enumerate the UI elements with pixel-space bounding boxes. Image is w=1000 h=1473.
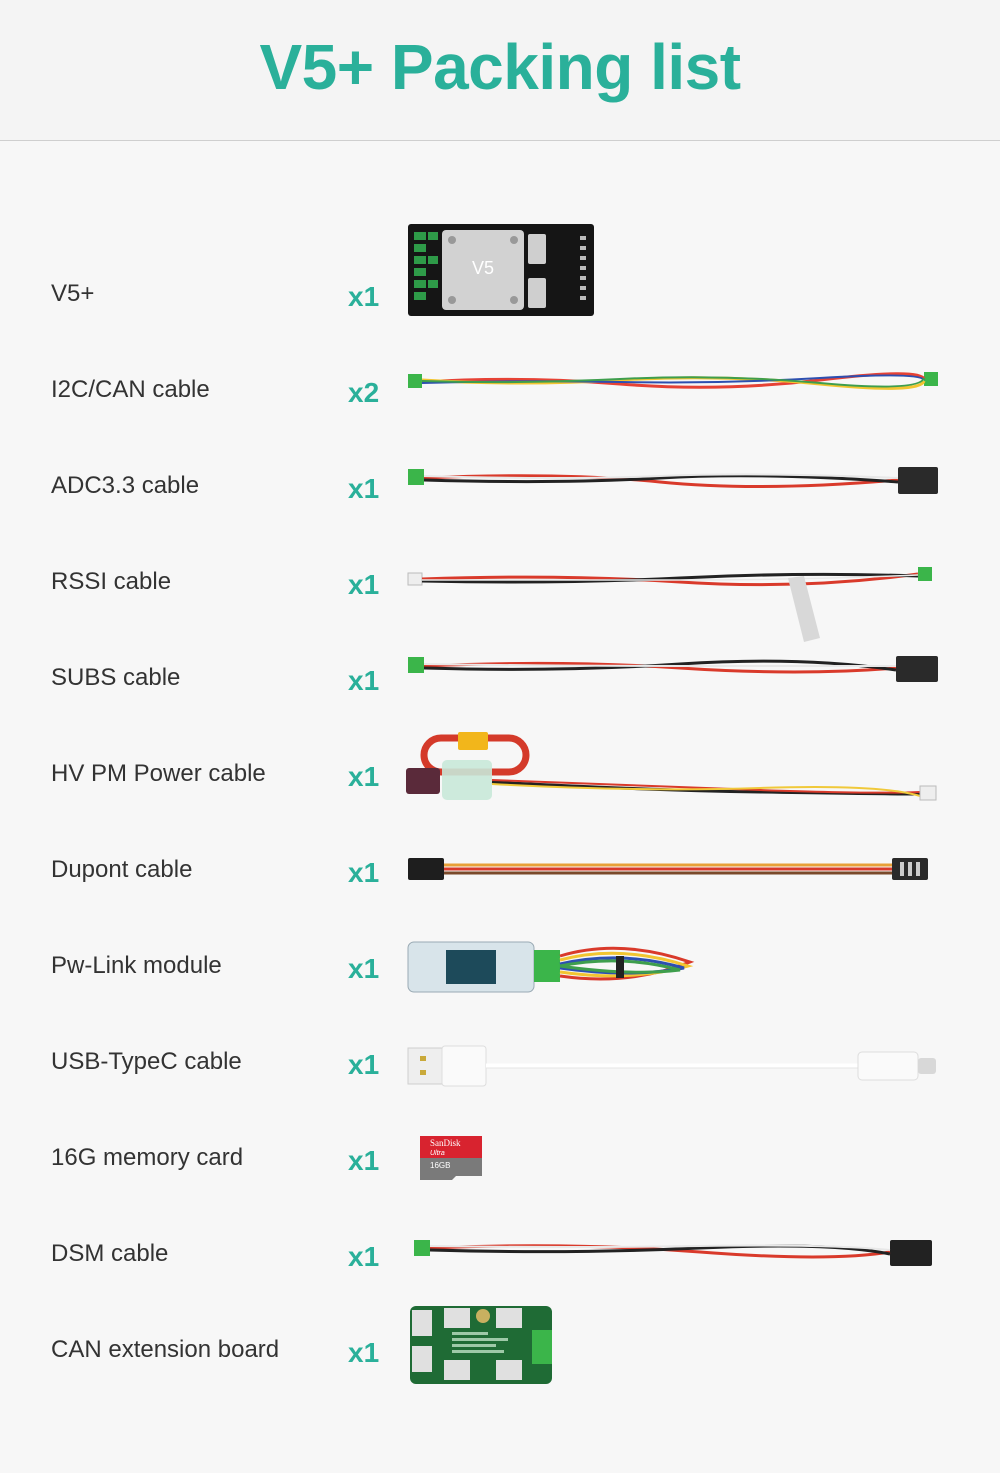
v5-logo-text: V5 — [472, 258, 494, 278]
item-quantity: x1 — [348, 1145, 380, 1177]
list-item: ADC3.3 cable x1 — [0, 438, 1000, 534]
item-quantity: x1 — [348, 857, 380, 889]
item-label: CAN extension board — [51, 1336, 280, 1363]
item-label: RSSI cable — [51, 568, 172, 595]
usb-cable-icon — [407, 1045, 936, 1087]
item-label: USB-TypeC cable — [51, 1048, 242, 1075]
sd-brand-text: SanDisk — [430, 1138, 461, 1148]
pw-link-module-icon — [407, 941, 695, 993]
item-label: HV PM Power cable — [51, 760, 266, 787]
cable-icon — [414, 1240, 932, 1266]
list-item: V5+ x1 V5 — [0, 224, 1000, 342]
item-label: SUBS cable — [51, 664, 181, 691]
list-item: 16G memory card x1 SanDisk Ultra 16GB — [0, 1110, 1000, 1206]
header: V5+ Packing list — [0, 0, 1000, 141]
item-quantity: x1 — [348, 1241, 380, 1273]
item-label: 16G memory card — [51, 1144, 244, 1171]
can-board-icon — [410, 1306, 552, 1384]
item-quantity: x1 — [348, 761, 380, 793]
cable-icon — [407, 567, 932, 642]
list-item: USB-TypeC cable x1 — [0, 1014, 1000, 1110]
item-quantity: x2 — [348, 377, 380, 409]
item-quantity: x1 — [348, 665, 380, 697]
list-item: HV PM Power cable x1 — [0, 726, 1000, 822]
flight-controller-icon: V5 — [408, 224, 594, 316]
page-title: V5+ Packing list — [259, 31, 741, 103]
memory-card-icon: SanDisk Ultra 16GB — [420, 1136, 482, 1180]
list-item: RSSI cable x1 — [0, 534, 1000, 642]
list-item: I2C/CAN cable x2 — [0, 342, 1000, 438]
power-module-icon — [406, 732, 937, 801]
list-item: DSM cable x1 — [0, 1206, 1000, 1302]
item-quantity: x1 — [348, 473, 380, 505]
list-item: Dupont cable x1 — [0, 822, 1000, 918]
cable-icon — [408, 467, 938, 494]
list-item: SUBS cable x1 — [0, 630, 1000, 726]
sd-line-text: Ultra — [430, 1150, 445, 1157]
cable-icon — [408, 372, 938, 390]
list-item: CAN extension board x1 — [0, 1302, 1000, 1398]
item-quantity: x1 — [348, 281, 380, 313]
item-label: DSM cable — [51, 1240, 169, 1267]
item-label: Pw-Link module — [51, 952, 222, 979]
item-quantity: x1 — [348, 569, 380, 601]
cable-icon — [408, 858, 928, 880]
item-label: V5+ — [51, 280, 95, 307]
item-quantity: x1 — [348, 1049, 380, 1081]
item-quantity: x1 — [348, 953, 380, 985]
list-item: Pw-Link module x1 — [0, 918, 1000, 1014]
sd-capacity-text: 16GB — [430, 1161, 450, 1170]
item-label: I2C/CAN cable — [51, 376, 210, 403]
cable-icon — [408, 656, 938, 682]
item-label: Dupont cable — [51, 856, 193, 883]
item-quantity: x1 — [348, 1337, 380, 1369]
item-label: ADC3.3 cable — [51, 472, 200, 499]
